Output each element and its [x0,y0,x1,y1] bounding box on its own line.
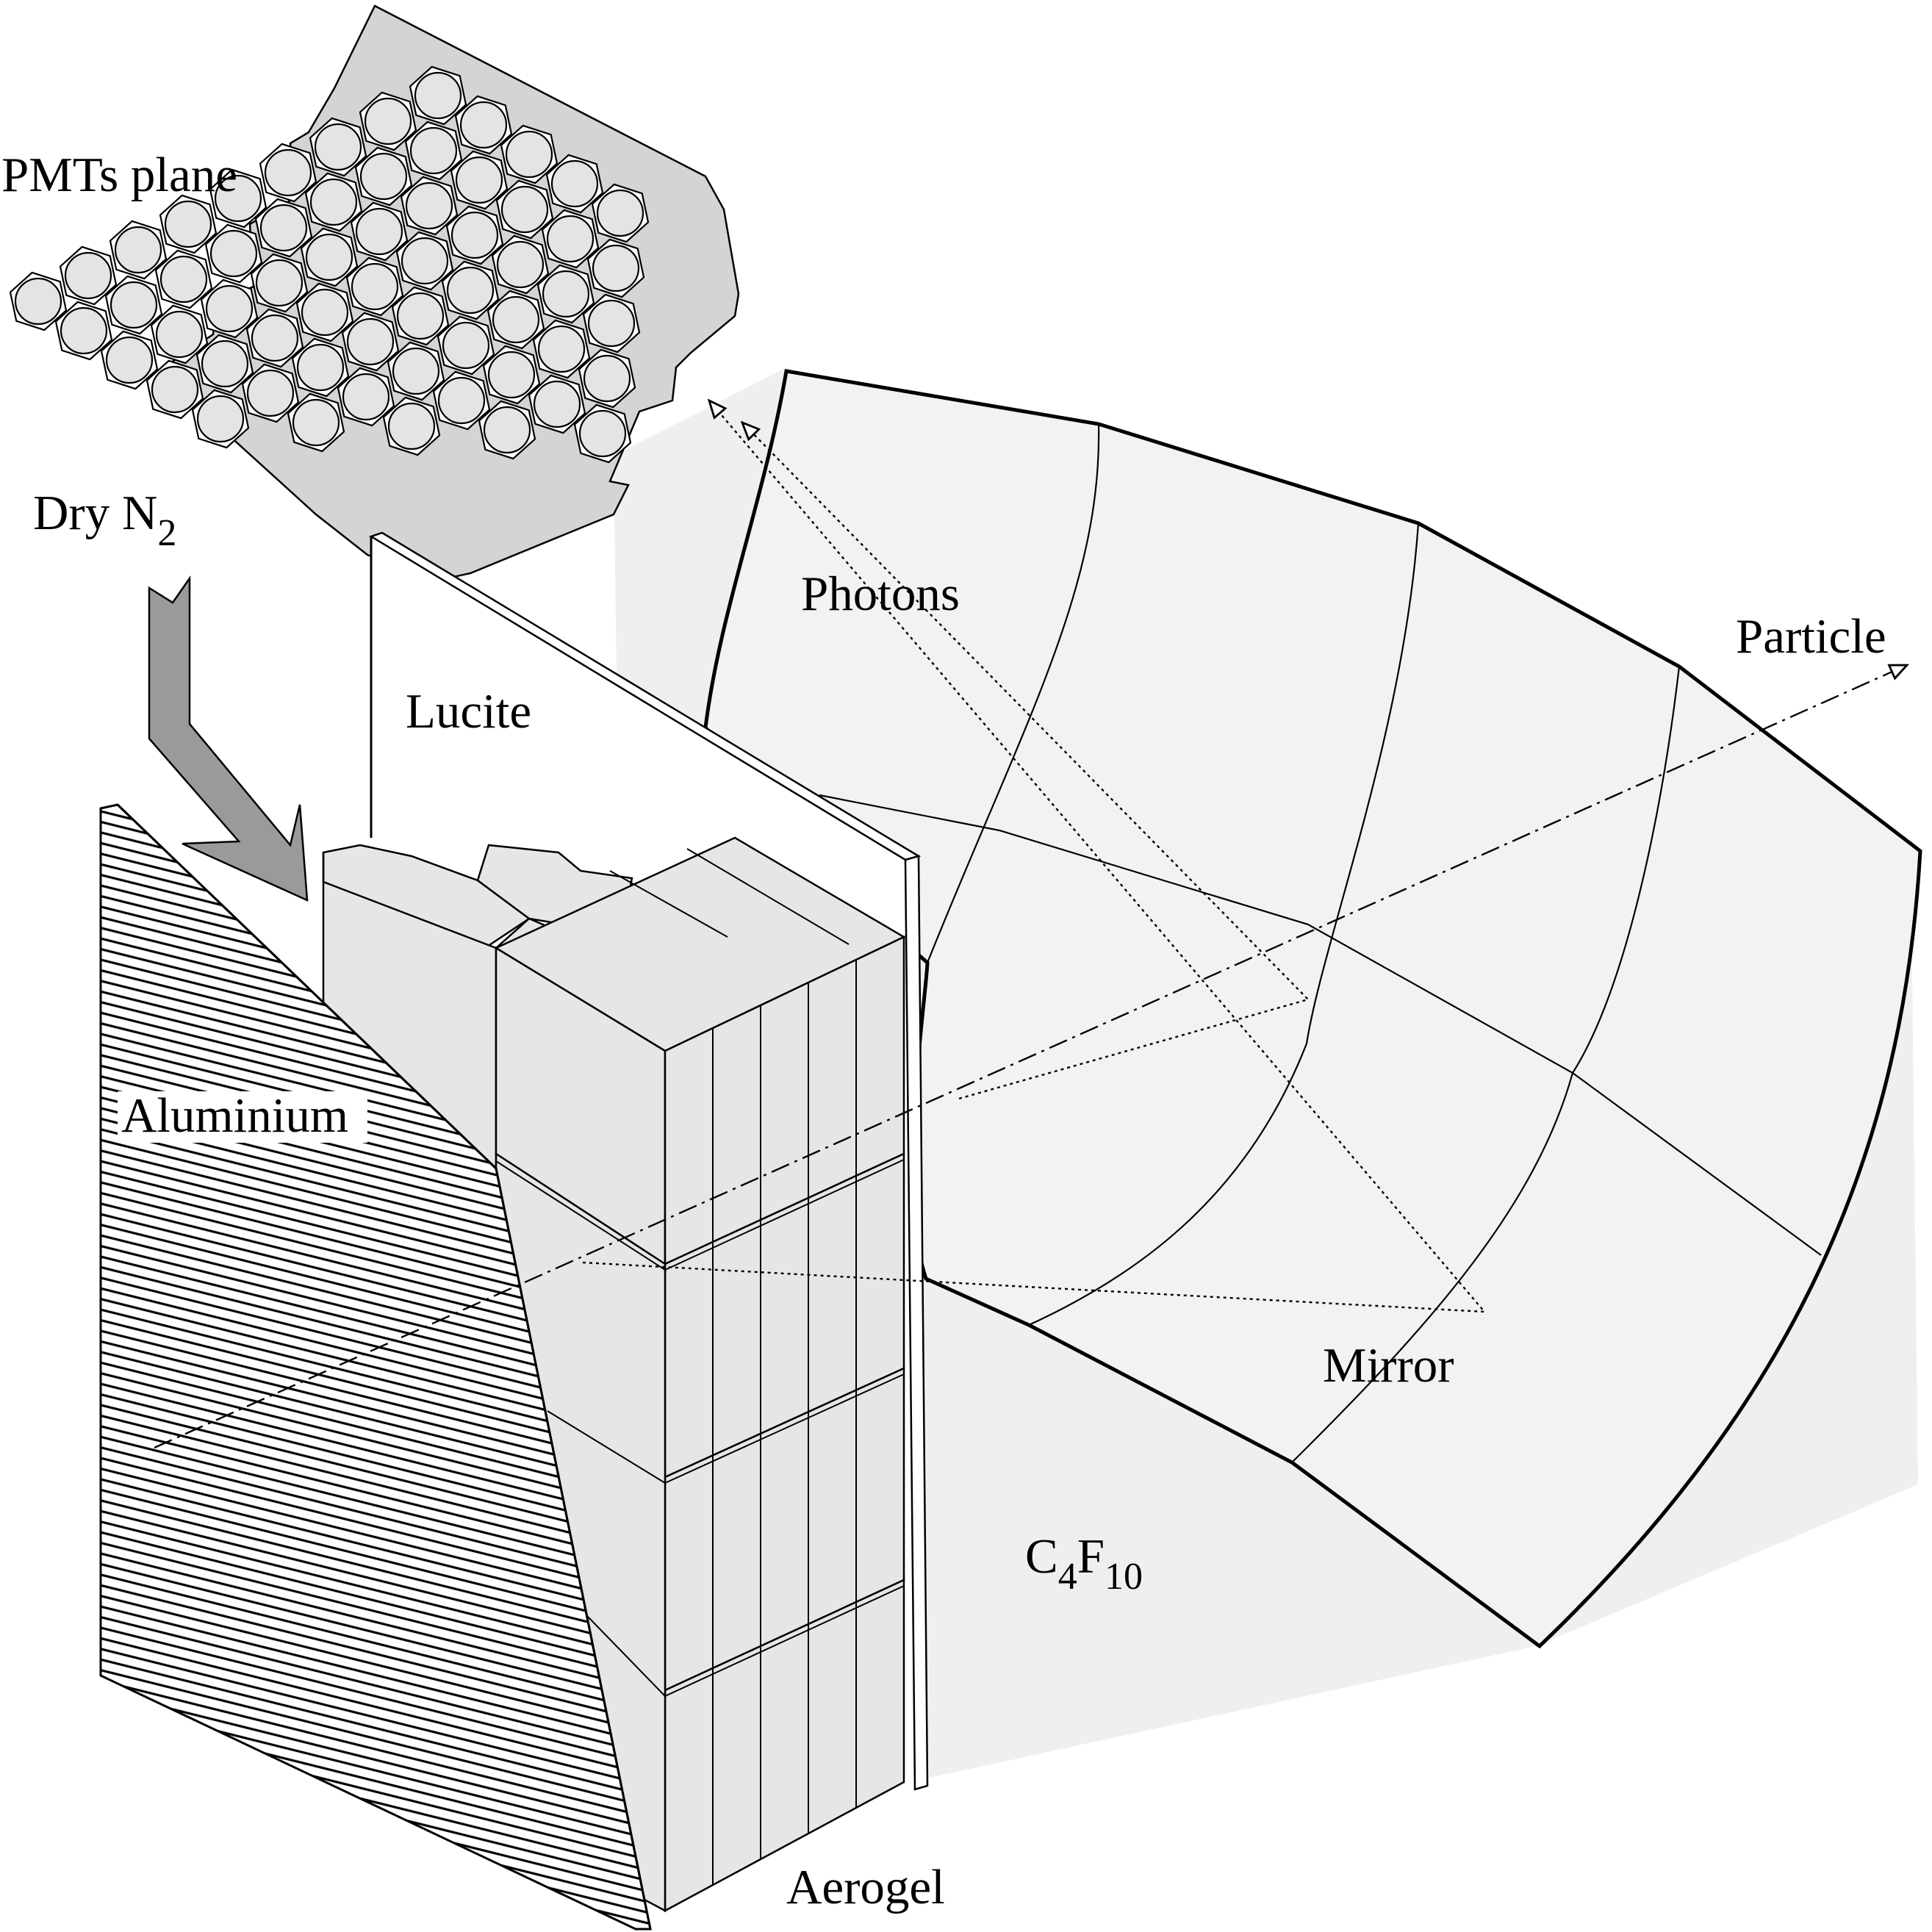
pmt-tube [392,347,440,395]
pmts-plane-label: PMTs plane [1,148,237,202]
aerogel-seam [495,1159,905,1271]
pmt-tube [355,207,403,256]
pmt-tube [459,101,508,149]
aerogel-columns [712,960,857,1885]
pmt-tube [264,148,312,197]
pmt-tube [483,406,531,454]
pmt-tube [14,277,62,326]
pmt-tube [387,402,436,450]
dry-n2-label: Dry N2 [33,486,176,554]
pmt-tube [292,398,340,447]
pmt-tube [64,251,112,300]
mirror-segment-line [819,794,1822,1256]
pmt-tube [314,123,362,171]
lucite-edge [904,855,929,1791]
pmt-tube [205,284,254,333]
pmt-hex-grid [9,65,650,464]
aerogel-seam [609,870,728,938]
pmt-tube [578,409,627,458]
pmt-tube [364,97,412,146]
pmt-tube [359,152,408,201]
pmt-tube [259,204,308,252]
c4f10-c-subscript: 4 [1058,1556,1077,1598]
c4f10-f: F [1077,1529,1105,1584]
pmt-tube [196,395,245,443]
pmt-tube [414,71,462,120]
aerogel-seam [686,848,850,945]
aerogel-seam [547,1373,905,1484]
pmt-tube [301,288,349,337]
pmt-tube [346,317,395,366]
lucite-label: Lucite [406,684,531,739]
pmt-tube [305,233,353,281]
pmt-tube [251,314,299,362]
pmt-tube [164,200,212,248]
pmt-tube [446,266,495,315]
pmt-tube [455,156,503,204]
pmt-tube [60,306,108,355]
pmt-tube [583,354,631,403]
pmt-tube [159,255,208,304]
pmt-tube [505,130,553,179]
pmt-tube [214,174,262,223]
pmt-tube [309,178,358,226]
pmt-tube [151,365,199,414]
particle-label: Particle [1736,609,1886,664]
pmt-tube [487,351,536,399]
pmt-tube [155,310,204,359]
pmt-tube [546,215,595,263]
pmt-tube [500,185,549,234]
photons-label: Photons [801,567,960,621]
pmt-tube [105,336,154,384]
pmt-tube [496,240,545,289]
pmt-tube [405,182,453,230]
pmt-tube [201,340,249,388]
aluminium-wall [99,803,652,1931]
photon-rays [582,401,1487,1313]
pmt-tube [533,380,581,428]
pmt-tube [442,321,490,370]
aluminium-label: Aluminium [121,1088,348,1143]
pmt-tube [401,237,449,285]
pmt-tube [409,126,458,175]
pmt-tube [450,211,499,259]
pmt-tube [342,373,390,421]
c4f10-label: C4F10 [1025,1529,1143,1598]
pmt-tube [537,325,586,373]
aluminium-label-bg [118,1091,367,1143]
pmt-tube [542,270,590,318]
pmt-tube [255,259,304,307]
particle-track [154,665,1907,1449]
photon-ray [582,401,1487,1313]
photon-ray [742,423,1310,1100]
dry-n2-text: Dry N [33,486,157,540]
pmt-tube [587,299,636,348]
aluminium-edge [116,803,652,1930]
pmt-plane [9,4,740,582]
mirror-segment-line [1028,522,1420,1326]
c4f10-f-subscript: 10 [1105,1556,1143,1598]
pmt-tube [246,369,295,417]
c4f10-c: C [1025,1529,1058,1584]
mirror-label: Mirror [1323,1338,1454,1393]
pmt-tube [351,262,399,311]
gas-inlet-arrow [148,575,309,902]
pmt-tube [550,159,599,208]
pmt-tube [296,343,345,392]
pmt-tube [109,281,158,329]
pmt-tube [396,292,445,340]
pmt-tube [592,244,640,292]
aerogel-seam [587,1585,905,1698]
pmt-tube [596,189,644,237]
pmt-tube [209,229,258,278]
pmt-tube [437,376,486,425]
mirror-segment-line [926,423,1100,963]
pmt-tube [492,295,540,344]
pmt-tube [114,226,162,274]
aerogel-label: Aerogel [786,1860,945,1914]
dry-n2-subscript: 2 [157,512,176,554]
